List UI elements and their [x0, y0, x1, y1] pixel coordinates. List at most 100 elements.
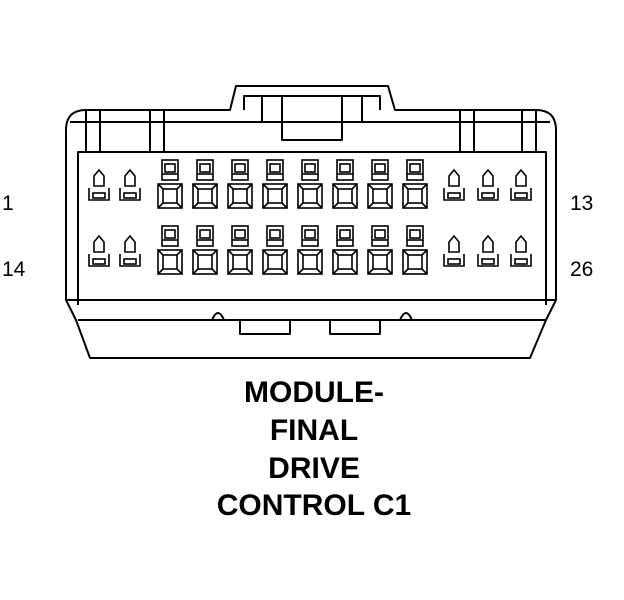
- cavity-row2-4: [262, 225, 288, 275]
- cavity-outer: [262, 183, 288, 209]
- cavity-outer: [192, 249, 218, 275]
- cavity-bevel: [227, 183, 253, 209]
- cavity-tab: [231, 159, 249, 181]
- terminal-row2-left-1: [88, 234, 110, 267]
- terminal-slot: [514, 258, 528, 265]
- cavity-bevel: [262, 249, 288, 275]
- terminal-slot: [481, 258, 495, 265]
- cavity-inner: [232, 254, 248, 270]
- terminal-housing: [477, 188, 499, 201]
- cavity-row2-8: [402, 225, 428, 275]
- cavity-row2-5: [297, 225, 323, 275]
- terminal-housing: [119, 188, 141, 201]
- cavity-row1-5: [297, 159, 323, 209]
- terminal-row1-left-1: [88, 168, 110, 201]
- cavity-tab-inner: [409, 163, 421, 173]
- cavity-row2-2: [192, 225, 218, 275]
- terminal-tip: [124, 234, 136, 253]
- pin-label-14: 14: [2, 258, 26, 281]
- cavity-bevel: [367, 183, 393, 209]
- terminal-tip: [448, 168, 460, 187]
- terminal-housing: [477, 254, 499, 267]
- pin-label-26: 26: [570, 258, 593, 281]
- terminal-tip: [515, 234, 527, 253]
- cavity-bevel: [157, 183, 183, 209]
- title-line-2: FINAL: [270, 414, 358, 447]
- cavity-tab: [336, 159, 354, 181]
- cavity-tab: [406, 225, 424, 247]
- cavity-row1-1: [157, 159, 183, 209]
- cavity-row1-3: [227, 159, 253, 209]
- terminal-slot: [447, 192, 461, 199]
- cavity-row2-3: [227, 225, 253, 275]
- terminal-row1-left-2: [119, 168, 141, 201]
- cavity-tab-inner: [199, 163, 211, 173]
- cavity-row1-4: [262, 159, 288, 209]
- latch: [243, 95, 381, 141]
- connector-outline: [65, 85, 557, 359]
- pin-label-1: 1: [2, 192, 14, 215]
- cavity-bevel: [332, 183, 358, 209]
- terminal-housing: [510, 188, 532, 201]
- terminal-row1-right-2: [477, 168, 499, 201]
- cavity-row2-6: [332, 225, 358, 275]
- terminal-housing: [443, 254, 465, 267]
- cavity-inner: [337, 254, 353, 270]
- cavity-tab-inner: [339, 163, 351, 173]
- cavity-outer: [402, 183, 428, 209]
- cavity-row1-2: [192, 159, 218, 209]
- cavity-outer: [332, 183, 358, 209]
- cavity-tab-inner: [269, 163, 281, 173]
- cavity-tab: [161, 225, 179, 247]
- cavity-outer: [297, 183, 323, 209]
- cavity-inner: [302, 188, 318, 204]
- terminal-row2-right-3: [510, 234, 532, 267]
- cavity-inner: [267, 254, 283, 270]
- cavity-outer: [402, 249, 428, 275]
- cavity-outer: [332, 249, 358, 275]
- cavity-inner: [232, 188, 248, 204]
- terminal-slot: [123, 192, 137, 199]
- cavity-tab: [231, 225, 249, 247]
- terminal-row2-right-1: [443, 234, 465, 267]
- terminal-slot: [92, 192, 106, 199]
- cavity-inner: [407, 188, 423, 204]
- terminal-slot: [447, 258, 461, 265]
- cavity-inner: [267, 188, 283, 204]
- cavity-tab: [371, 225, 389, 247]
- cavity-tab-inner: [304, 229, 316, 239]
- terminal-row2-right-2: [477, 234, 499, 267]
- cavity-outer: [367, 183, 393, 209]
- title-line-4: CONTROL C1: [217, 489, 411, 522]
- terminal-slot: [481, 192, 495, 199]
- terminal-tip: [93, 234, 105, 253]
- cavity-tab: [196, 225, 214, 247]
- cavity-bevel: [262, 183, 288, 209]
- cavity-bevel: [192, 183, 218, 209]
- cavity-bevel: [332, 249, 358, 275]
- terminal-housing: [88, 254, 110, 267]
- cavity-tab: [301, 159, 319, 181]
- cavity-row1-6: [332, 159, 358, 209]
- cavity-outer: [157, 249, 183, 275]
- cavity-tab-inner: [164, 229, 176, 239]
- cavity-inner: [372, 188, 388, 204]
- cavity-bevel: [157, 249, 183, 275]
- terminal-row1-right-3: [510, 168, 532, 201]
- cavity-bevel: [297, 249, 323, 275]
- cavity-tab-inner: [199, 229, 211, 239]
- cavity-tab-inner: [234, 163, 246, 173]
- cavity-row1-8: [402, 159, 428, 209]
- terminal-tip: [482, 234, 494, 253]
- cavity-tab-inner: [164, 163, 176, 173]
- cavity-outer: [367, 249, 393, 275]
- cavity-inner: [372, 254, 388, 270]
- cavity-inner: [337, 188, 353, 204]
- cavity-outer: [192, 183, 218, 209]
- connector-body: [65, 85, 557, 359]
- cavity-tab-inner: [374, 163, 386, 173]
- cavity-inner: [302, 254, 318, 270]
- cavity-bevel: [402, 249, 428, 275]
- cavity-row2-7: [367, 225, 393, 275]
